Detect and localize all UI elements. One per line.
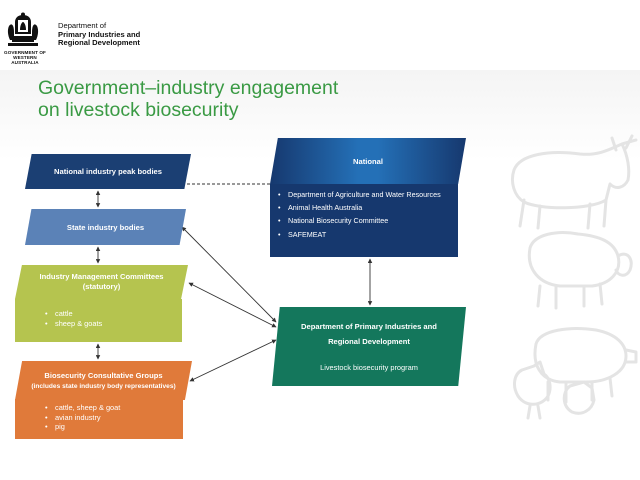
list-item: Department of Agriculture and Water Reso…: [278, 190, 452, 200]
department-name: Department of Primary Industries and Reg…: [58, 21, 141, 48]
list-item: Animal Health Australia: [278, 203, 452, 213]
wa-government-crest-icon: [7, 12, 39, 46]
list-item: pig: [45, 422, 120, 432]
slide-title: Government–industry engagement on livest…: [38, 77, 338, 121]
government-line-2: WESTERN AUSTRALIA: [11, 55, 39, 66]
national-list: Department of Agriculture and Water Reso…: [278, 190, 452, 244]
slide-title-line-2: on livestock biosecurity: [38, 99, 239, 121]
national-label: National: [353, 156, 383, 166]
consultative-groups-body: cattle, sheep & goat avian industry pig: [15, 399, 183, 439]
slide-title-line-1: Government–industry engagement: [38, 77, 339, 99]
industry-committees-list: cattle sheep & goats: [45, 309, 102, 328]
state-industry-bodies-label: State industry bodies: [66, 222, 145, 232]
list-item: National Biosecurity Committee: [278, 217, 452, 226]
national-peak-bodies-label: National industry peak bodies: [53, 167, 163, 176]
dpird-program-label: Livestock biosecurity program: [320, 363, 418, 372]
state-industry-bodies-box: State industry bodies: [25, 209, 186, 245]
industry-committees-label-line-1: Industry Management Committees: [39, 272, 164, 281]
list-item: SAFEMEAT: [278, 230, 452, 240]
livestock-watermark-icon: [510, 134, 638, 420]
government-label: GOVERNMENT OF WESTERN AUSTRALIA: [0, 50, 50, 66]
department-line-1: Department of: [58, 21, 107, 30]
department-line-2: Primary Industries and: [58, 29, 141, 39]
national-body: Department of Agriculture and Water Reso…: [270, 184, 458, 257]
list-item: cattle: [45, 309, 102, 319]
national-peak-bodies-box: National industry peak bodies: [25, 154, 191, 189]
industry-committees-body: cattle sheep & goats: [15, 299, 182, 342]
list-item: avian industry: [45, 413, 120, 423]
dpird-box: Department of Primary Industries and Reg…: [272, 307, 466, 386]
government-line-1: GOVERNMENT OF: [4, 50, 46, 55]
industry-committees-label-line-2: (statutory): [82, 282, 121, 291]
dpird-label-line-1: Department of Primary Industries and: [301, 322, 437, 331]
consultative-groups-sublabel: (includes state industry body representa…: [31, 382, 176, 390]
consultative-groups-header: Biosecurity Consultative Groups (include…: [15, 361, 192, 400]
dpird-label: Department of Primary Industries and Reg…: [272, 320, 466, 349]
consultative-groups-label: Biosecurity Consultative Groups: [44, 370, 163, 380]
consultative-groups-list: cattle, sheep & goat avian industry pig: [45, 403, 120, 432]
industry-committees-header: Industry Management Committees (statutor…: [15, 265, 188, 299]
list-item: sheep & goats: [45, 319, 102, 329]
dpird-label-line-2: Regional Development: [328, 336, 410, 346]
header-band: [0, 0, 640, 70]
department-line-3: Regional Development: [58, 38, 140, 48]
list-item: cattle, sheep & goat: [45, 403, 120, 413]
national-header: National: [270, 138, 466, 184]
